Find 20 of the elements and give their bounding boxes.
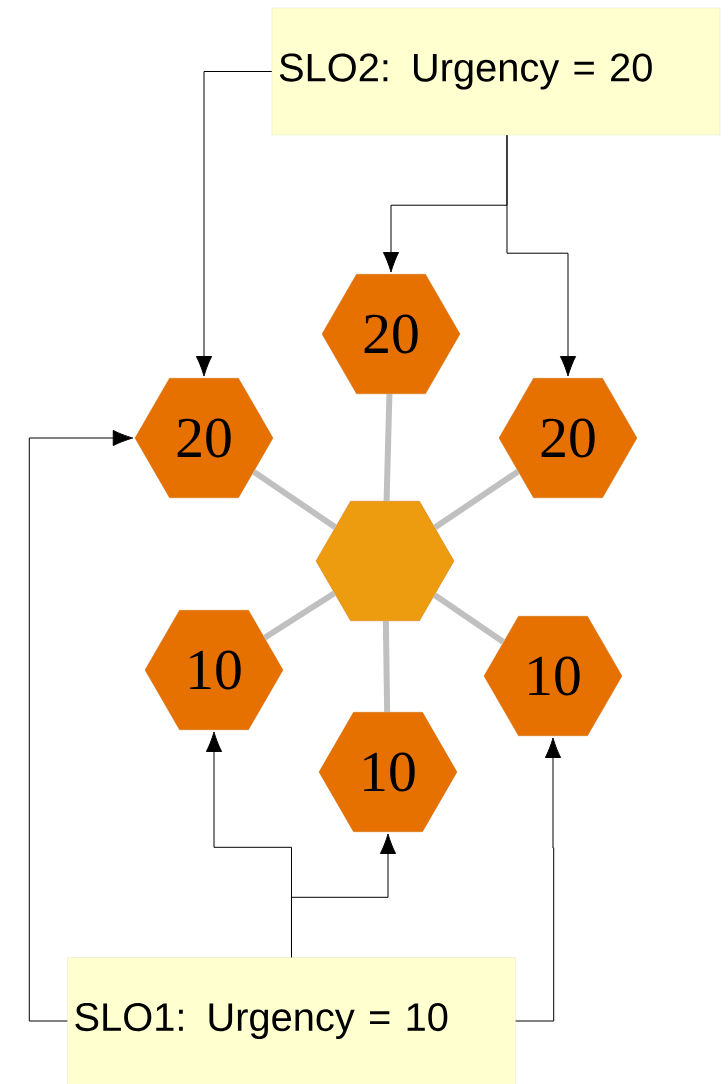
text-box: SLO1: Urgency = 10 <box>67 957 516 1084</box>
hexagon: 10 <box>144 610 284 730</box>
arrow <box>291 833 397 958</box>
hexagon <box>315 501 455 621</box>
hexagon: 20 <box>321 274 461 394</box>
hexagon: 20 <box>134 378 274 498</box>
connector-line <box>263 590 336 641</box>
connector-line <box>433 469 520 530</box>
connector-line <box>252 469 337 530</box>
hexagon: 10 <box>318 712 458 832</box>
arrow <box>28 429 134 1022</box>
connector-line <box>432 592 506 645</box>
hexagon: 10 <box>483 616 623 736</box>
arrow <box>195 71 273 377</box>
hexagon: 20 <box>498 378 638 498</box>
connector-line <box>383 393 393 502</box>
connector-line <box>382 620 391 713</box>
text-box: SLO2: Urgency = 20 <box>271 7 721 136</box>
arrow <box>515 737 562 1022</box>
arrow <box>506 134 577 377</box>
